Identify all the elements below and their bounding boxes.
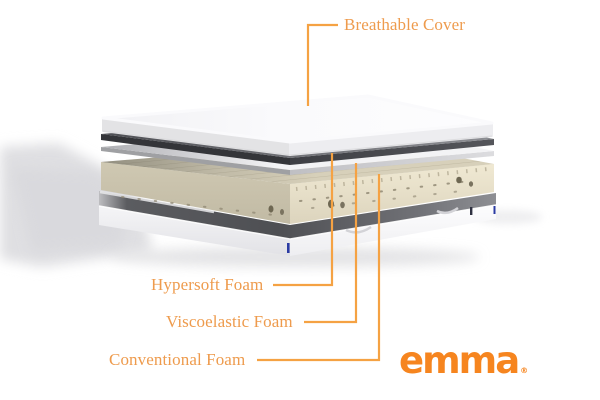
label-tag xyxy=(287,243,290,253)
registered-trademark: ® xyxy=(520,366,529,375)
label-tag xyxy=(470,207,473,215)
handle-notch xyxy=(436,206,459,215)
base-layer xyxy=(98,190,497,256)
callout-line-viscoelastic-foam xyxy=(304,163,358,324)
emma-logo: emma® xyxy=(399,342,528,379)
callout-label-breathable-cover: Breathable Cover xyxy=(344,15,466,34)
callout-line-conventional-foam xyxy=(257,174,381,362)
callout-line-breathable-cover xyxy=(306,23,338,106)
callout-label-hypersoft-foam: Hypersoft Foam xyxy=(151,275,264,294)
emma-logo-text: emma xyxy=(399,339,520,382)
callout-label-viscoelastic-foam: Viscoelastic Foam xyxy=(166,312,293,331)
handle-notch xyxy=(345,225,372,234)
callout-lines xyxy=(257,23,381,362)
callout-line-hypersoft-foam xyxy=(273,153,334,287)
label-tag xyxy=(493,206,496,214)
breathable-cover-layer xyxy=(101,94,494,156)
callout-label-conventional-foam: Conventional Foam xyxy=(109,350,246,369)
